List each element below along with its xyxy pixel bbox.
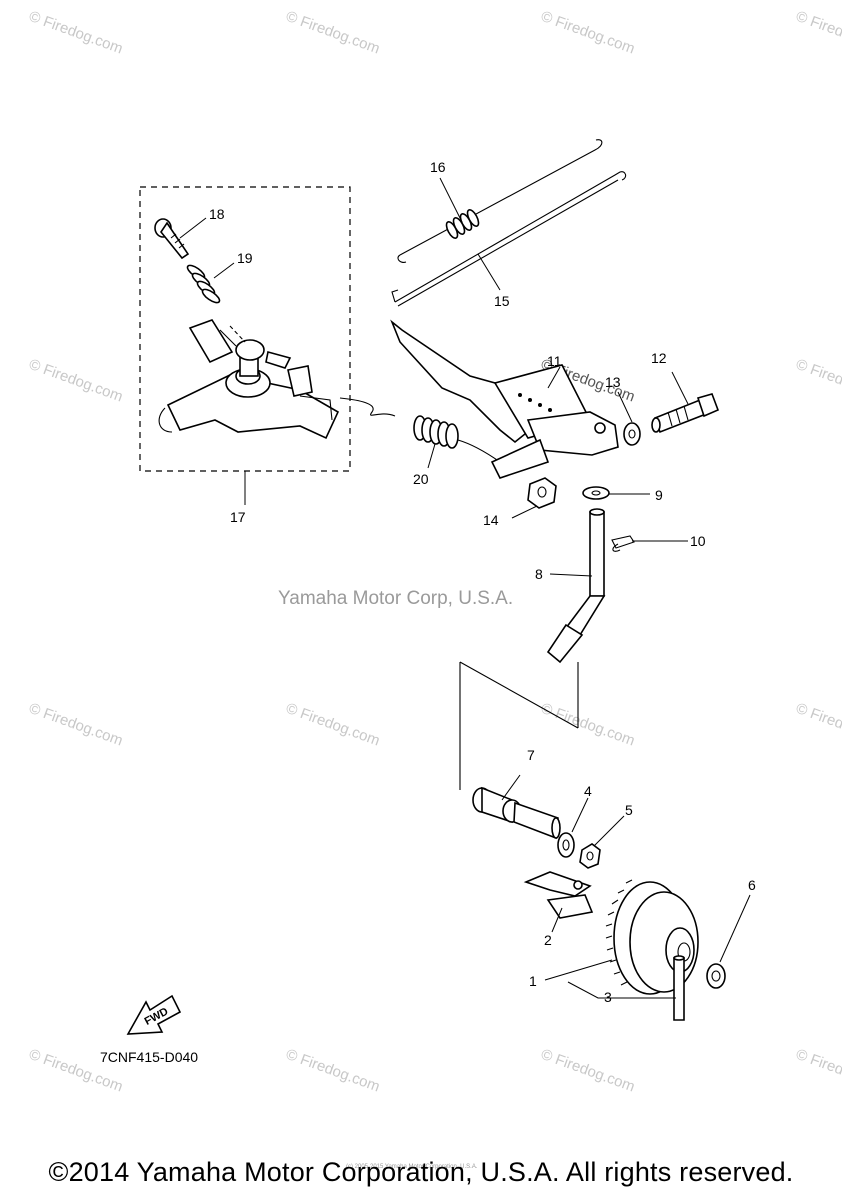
watermark: © Firedog.com [27,700,125,750]
watermark: © Firedog.com [284,1046,382,1096]
callout-13: 13 [605,374,621,390]
copyright-footer: ©2014 Yamaha Motor Corporation, U.S.A. A… [48,1157,794,1187]
center-watermark: Yamaha Motor Corp, U.S.A. [278,588,513,609]
part-17-control-assembly [158,319,340,440]
callout-18: 18 [209,206,225,222]
diagram-code: 7CNF415-D040 [100,1049,198,1065]
callout-19: 19 [237,250,253,266]
part-19-spring [186,264,221,304]
part-15-rod [391,171,627,307]
watermark: © Firedog.com [539,1046,637,1096]
watermark: © Firedog.com [539,8,637,58]
part-2-weights [523,871,594,919]
part-20-spring [339,397,501,463]
callout-9: 9 [655,487,663,503]
part-10-clip [611,535,635,552]
callout-3: 3 [604,989,612,1005]
part-18-screw [154,218,190,260]
callout-16: 16 [430,159,446,175]
part-7-shaft [472,786,561,840]
part-1-gear [605,879,699,995]
callout-15: 15 [494,293,510,309]
callout-1: 1 [529,973,537,989]
callout-11: 11 [547,353,562,369]
callout-4: 4 [584,783,592,799]
watermark: © Firedog.com [539,700,637,750]
callout-20: 20 [413,471,429,487]
watermark: © Firedog.com [794,8,842,58]
callout-6: 6 [748,877,756,893]
watermark: © Firedog.com [27,8,125,58]
watermark: © Firedog.com [284,700,382,750]
part-4-washer [557,832,575,858]
part-5-nut [579,843,601,869]
connector-lines [459,661,579,790]
callout-10: 10 [690,533,706,549]
watermark: © Firedog.com [794,356,842,406]
callout-5: 5 [625,802,633,818]
part-16-rod-spring [397,139,603,263]
callout-12: 12 [651,350,667,366]
watermark: © Firedog.com [794,1046,842,1096]
part-13-washer [623,422,641,446]
part-8-shaft [546,508,606,664]
watermark: © Firedog.com [27,356,125,406]
tiny-notice: (c) 2005-2015 Yamaha Motor Corporation, … [346,1164,478,1170]
callout-7: 7 [527,747,535,763]
callout-17: 17 [230,509,246,525]
part-3-pin [673,955,685,1021]
part-6-washer [706,963,726,989]
fwd-arrow-icon: FWD [126,994,182,1035]
part-14-nut [527,477,557,509]
callout-2: 2 [544,932,552,948]
watermark: © Firedog.com [284,8,382,58]
callout-8: 8 [535,566,543,582]
watermark: © Firedog.com [794,700,842,750]
part-9-washer [582,486,610,500]
callout-14: 14 [483,512,499,528]
part-11-lever-arm [390,319,619,479]
part-12-bolt [651,393,720,434]
